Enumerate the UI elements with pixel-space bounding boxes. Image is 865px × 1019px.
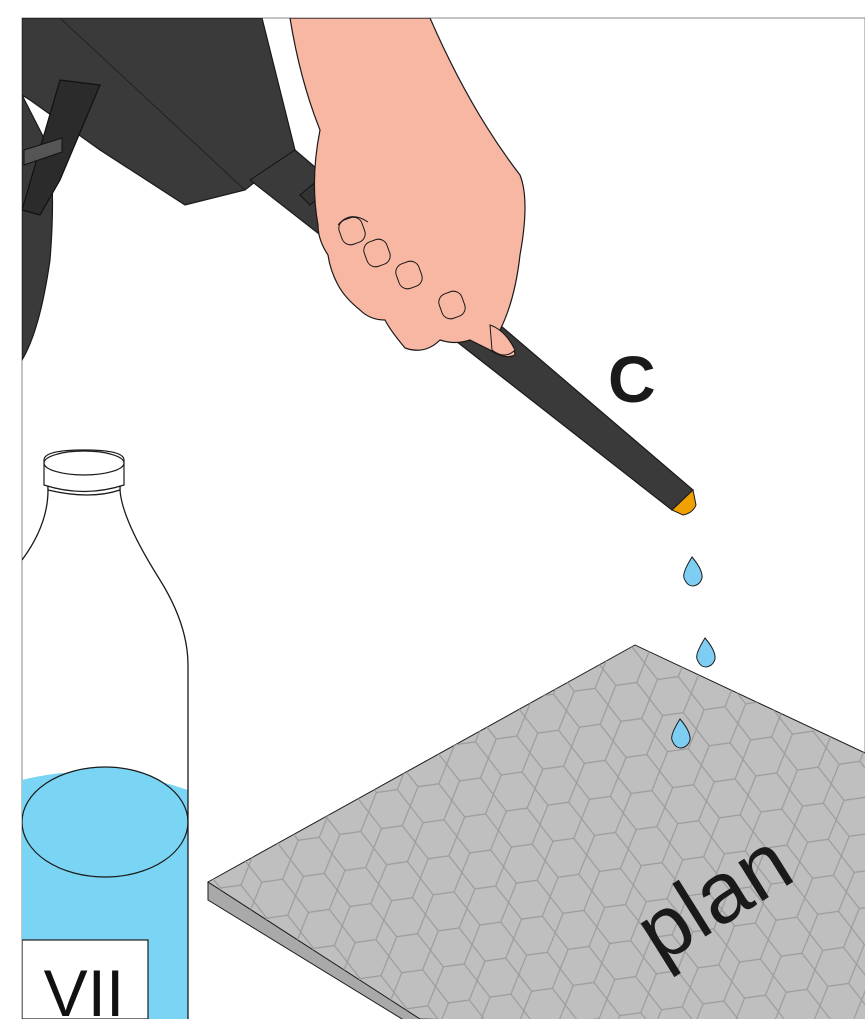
- bottle-cap-top: [44, 451, 124, 475]
- probe-label: C: [608, 342, 656, 416]
- liquid-surface: [22, 767, 188, 877]
- bottle-label: VII: [44, 956, 125, 1019]
